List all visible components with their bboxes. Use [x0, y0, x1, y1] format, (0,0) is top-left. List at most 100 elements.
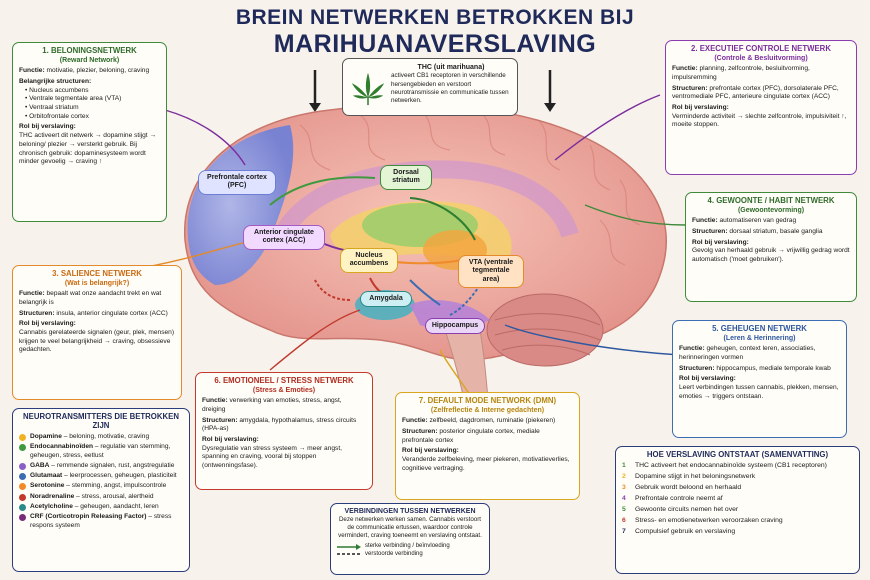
- memory-structuren: hippocampus, mediale temporale kwab: [716, 364, 831, 372]
- executive-rol-label: Rol bij verslaving:: [672, 104, 729, 111]
- step-number: 5: [622, 505, 626, 513]
- legend-disturbed-label: verstoorde verbinding: [365, 550, 423, 557]
- dmn-rol: Veranderde zelfbeleving, meer piekeren, …: [402, 456, 570, 472]
- dmn-structuren-label: Structuren:: [402, 427, 438, 435]
- list-item: Ventrale tegmentale area (VTA): [25, 95, 160, 104]
- neurotransmitter-text: Acetylcholine – geheugen, aandacht, lere…: [30, 503, 159, 512]
- cannabis-leaf-icon: [351, 72, 385, 106]
- step-number: 4: [622, 494, 626, 502]
- label-vta: VTA (ventrale tegmentale area): [458, 255, 524, 289]
- neurotransmitter-text: Noradrenaline – stress, arousal, alerthe…: [30, 493, 154, 502]
- label-acc: Anterior cingulate cortex (ACC): [243, 225, 325, 250]
- neurotransmitter-name: GABA: [30, 462, 50, 470]
- neurotransmitter-item: GABA – remmende signalen, rust, angstreg…: [19, 462, 183, 471]
- title-line-2: MARIHUANAVERSLAVING: [273, 30, 597, 58]
- memory-network-box: 5. GEHEUGEN NETWERK (Leren & Herinnering…: [672, 320, 847, 438]
- step-text: THC activeert het endocannabinoïde syste…: [635, 461, 827, 469]
- executive-functie: planning, zelfcontrole, besluitvorming, …: [672, 65, 810, 81]
- neurotransmitter-desc: – remmende signalen, rust, angstregulati…: [49, 462, 175, 470]
- connections-box: VERBINDINGEN TUSSEN NETWERKEN Deze netwe…: [330, 503, 490, 575]
- legend-disturbed: verstoorde verbinding: [337, 551, 483, 559]
- neurotransmitter-item: Serotonine – stemming, angst, impulscont…: [19, 482, 183, 491]
- list-item: Nucleus accumbens: [25, 87, 160, 96]
- neurotransmitter-text: GABA – remmende signalen, rust, angstreg…: [30, 462, 174, 471]
- dmn-subtitle: (Zelfreflectie & Interne gedachten): [430, 406, 545, 414]
- arrowhead: [309, 103, 321, 112]
- salience-functie: bepaalt wat onze aandacht trekt en wat b…: [19, 290, 162, 306]
- executive-structuren: prefrontale cortex (PFC), dorsolaterale …: [672, 84, 839, 101]
- neurotransmitter-text: Endocannabinoïden – regulatie van stemmi…: [30, 443, 183, 460]
- salience-rol-label: Rol bij verslaving:: [19, 320, 76, 328]
- reward-structures-list: Nucleus accumbens Ventrale tegmentale ar…: [25, 87, 160, 122]
- color-dot-icon: [19, 433, 26, 441]
- emotional-structuren: amygdala, hypothalamus, stress circuits …: [202, 416, 357, 433]
- memory-rol: Leert verbindingen tussen cannabis, plek…: [679, 384, 839, 400]
- label-nucleus-accumbens: Nucleus accumbens: [340, 248, 398, 273]
- step-number: 7: [622, 527, 626, 535]
- emotional-functie: verwerking van emoties, stress, angst, d…: [202, 397, 342, 413]
- solid-arrow-icon: [337, 543, 361, 550]
- legend-strong: sterke verbinding / beïnvloeding: [337, 543, 483, 551]
- emotional-subtitle: (Stress & Emoties): [252, 386, 316, 394]
- thc-heading: THC (uit marihuana): [417, 64, 485, 71]
- dmn-structuren: posterior cingulate cortex, mediale pref…: [402, 427, 540, 444]
- reward-functie: motivatie, plezier, beloning, craving: [46, 67, 150, 75]
- memory-rol-label: Rol bij verslaving:: [679, 375, 736, 383]
- habit-network-box: 4. GEWOONTE / HABIT NETWERK (Gewoontevor…: [685, 192, 857, 302]
- emotional-structuren-label: Structuren:: [202, 416, 238, 424]
- summary-title: HOE VERSLAVING ONTSTAAT (SAMENVATTING): [646, 450, 829, 459]
- label-pfc: Prefrontale cortex (PFC): [198, 170, 276, 195]
- color-dot-icon: [19, 514, 26, 522]
- color-dot-icon: [19, 483, 26, 491]
- step-number: 3: [622, 483, 626, 491]
- emotional-network-box: 6. EMOTIONEEL / STRESS NETWERK (Stress &…: [195, 372, 373, 490]
- salience-title: 3. SALIENCE NETWERK: [52, 269, 142, 278]
- neurotransmitter-name: Noradrenaline: [30, 492, 75, 500]
- neurotransmitter-name: Acetylcholine: [30, 502, 73, 510]
- neurotransmitter-item: CRF (Corticotropin Releasing Factor) – s…: [19, 513, 183, 530]
- cerebellum: [486, 293, 604, 367]
- neurotransmitter-desc: – leerprocessen, geheugen, plasticiteit: [62, 472, 177, 480]
- color-dot-icon: [19, 473, 26, 481]
- neurotransmitter-text: Serotonine – stemming, angst, impulscont…: [30, 482, 166, 491]
- color-dot-icon: [19, 503, 26, 511]
- neurotransmitter-name: CRF (Corticotropin Releasing Factor): [30, 513, 147, 521]
- neurotransmitters-title: NEUROTRANSMITTERS DIE BETROKKEN ZIJN: [23, 412, 179, 430]
- memory-title: 5. GEHEUGEN NETWERK: [712, 324, 807, 333]
- connections-title: VERBINDINGEN TUSSEN NETWERKEN: [344, 508, 476, 515]
- neurotransmitter-text: Glutamaat – leerprocessen, geheugen, pla…: [30, 472, 177, 481]
- label-amygdala: Amygdala: [360, 291, 412, 308]
- reward-title: 1. BELONINGSNETWERK: [42, 46, 137, 55]
- neurotransmitter-item: Glutamaat – leerprocessen, geheugen, pla…: [19, 472, 183, 481]
- step-number: 2: [622, 472, 626, 480]
- neurotransmitter-name: Dopamine: [30, 432, 62, 440]
- habit-rol: Gevolg van herhaald gebruik → vrijwillig…: [692, 247, 850, 263]
- neurotransmitter-item: Endocannabinoïden – regulatie van stemmi…: [19, 443, 183, 460]
- reward-functie-label: Functie:: [19, 67, 45, 75]
- memory-functie: geheugen, context leren, associaties, he…: [679, 345, 816, 361]
- neurotransmitter-desc: – regulatie van stemming, geheugen, stre…: [30, 443, 171, 459]
- step-text: Compulsief gebruik en verslaving: [635, 527, 736, 535]
- color-dot-icon: [19, 463, 26, 471]
- neurotransmitter-item: Dopamine – beloning, motivatie, craving: [19, 433, 183, 442]
- dmn-network-box: 7. DEFAULT MODE NETWORK (DMN) (Zelfrefle…: [395, 392, 580, 500]
- memory-structuren-label: Structuren:: [679, 364, 715, 372]
- executive-title: 2. EXECUTIEF CONTROLE NETWERK: [691, 44, 831, 53]
- executive-subtitle: (Controle & Besluitvorming): [714, 54, 808, 62]
- salience-structuren: insula, anterior cingulate cortex (ACC): [56, 309, 168, 317]
- title-line-1: BREIN NETWERKEN BETROKKEN BIJ: [235, 6, 635, 29]
- legend-strong-label: sterke verbinding / beïnvloeding: [365, 542, 450, 549]
- neurotransmitter-desc: – stemming, angst, impulscontrole: [64, 482, 167, 490]
- habit-subtitle: (Gewoontevorming): [737, 206, 805, 214]
- salience-network-box: 3. SALIENCE NETWERK (Wat is belangrijk?)…: [12, 265, 182, 400]
- neurotransmitter-desc: – beloning, motivatie, craving: [61, 432, 150, 440]
- dmn-functie: zelfbeeld, dagdromen, ruminatie (piekere…: [429, 417, 556, 425]
- arrowhead: [544, 103, 556, 112]
- neurotransmitter-item: Noradrenaline – stress, arousal, alerthe…: [19, 493, 183, 502]
- list-item: Orbitofrontale cortex: [25, 113, 160, 122]
- step-text: Dopamine stijgt in het beloningsnetwerk: [635, 472, 756, 480]
